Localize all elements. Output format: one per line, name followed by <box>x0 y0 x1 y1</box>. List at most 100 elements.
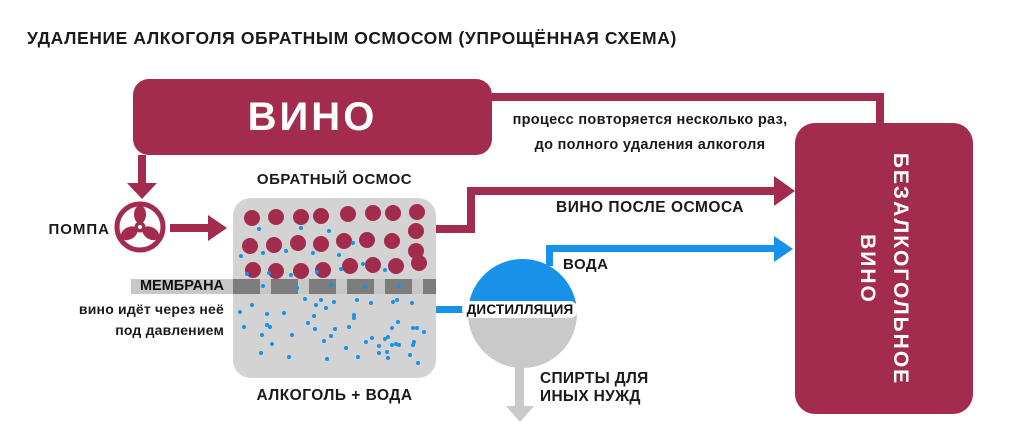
wine-molecule <box>245 262 261 278</box>
wine-to-pump-arrowhead <box>127 183 157 199</box>
wine-molecule <box>365 257 381 273</box>
membrane-dashes <box>233 279 436 294</box>
water-molecule <box>325 357 330 362</box>
water-molecule <box>385 355 390 360</box>
water-molecule <box>394 341 399 346</box>
water-molecule <box>411 340 416 345</box>
water-molecule <box>382 337 387 342</box>
water-molecule <box>257 227 261 231</box>
wine-after-osmosis-line-up <box>467 187 475 233</box>
wine-after-osmosis-line-main <box>467 187 775 195</box>
wine-molecule <box>408 243 424 259</box>
water-molecule <box>302 297 307 302</box>
wine-after-osmosis-label: ВИНО ПОСЛЕ ОСМОСА <box>556 199 744 216</box>
water-molecule <box>383 268 387 272</box>
water-molecule <box>264 323 269 328</box>
water-molecule <box>267 271 271 275</box>
water-molecule <box>250 303 255 307</box>
wine-molecule <box>293 209 309 225</box>
water-molecule <box>351 241 355 245</box>
spirits-label-line1: СПИРТЫ ДЛЯ <box>540 370 649 387</box>
wine-molecule <box>293 263 309 279</box>
wine-to-pump-line <box>138 155 146 183</box>
membrane-note-line1: вино идёт через неё <box>78 301 224 317</box>
water-molecule <box>363 285 367 289</box>
water-molecule <box>311 314 316 319</box>
wine-molecule <box>313 208 329 224</box>
wine-molecule <box>365 205 381 221</box>
water-molecule <box>286 355 291 360</box>
water-molecule <box>422 330 427 335</box>
water-molecule <box>396 342 401 347</box>
result-box-label: БЕЗАЛКОГОЛЬНОЕ ВИНО <box>851 152 917 384</box>
molecules-layer <box>233 198 436 378</box>
water-molecule <box>370 336 375 341</box>
spirits-line <box>515 366 524 406</box>
water-molecule <box>385 335 390 340</box>
water-molecule <box>318 297 323 302</box>
water-molecule <box>327 229 331 233</box>
water-molecule <box>396 320 401 325</box>
wine-molecule <box>313 236 329 252</box>
wine-molecule <box>336 233 352 249</box>
water-molecule <box>281 310 286 315</box>
water-molecule <box>332 300 337 304</box>
wine-source-label: ВИНО <box>247 94 378 139</box>
wine-molecule <box>411 255 427 271</box>
water-molecule <box>384 349 389 354</box>
water-out-line-main <box>546 245 775 252</box>
water-molecule <box>315 270 319 274</box>
water-molecule <box>311 251 315 255</box>
result-box-line2: ВИНО <box>856 233 879 304</box>
water-molecule <box>259 333 264 338</box>
water-molecule <box>410 342 415 347</box>
water-molecule <box>329 333 334 338</box>
water-molecule <box>237 309 242 314</box>
water-molecule <box>323 305 328 310</box>
water-molecule <box>299 226 303 230</box>
wine-molecule <box>388 258 404 274</box>
water-molecule <box>289 333 294 338</box>
wine-molecule <box>409 204 425 220</box>
water-molecule <box>268 325 273 330</box>
repeat-process-note: процесс повторяется несколько раз, до по… <box>480 108 820 158</box>
water-molecule <box>306 320 311 325</box>
water-molecule <box>270 342 275 347</box>
page-title: УДАЛЕНИЕ АЛКОГОЛЯ ОБРАТНЫМ ОСМОСОМ (УПРО… <box>27 28 677 48</box>
distillation-band: ДИСТИЛЛЯЦИЯ <box>462 301 578 318</box>
water-molecule <box>389 342 394 347</box>
spirits-label: СПИРТЫ ДЛЯ ИНЫХ НУЖД <box>540 370 649 405</box>
distillation-label: ДИСТИЛЛЯЦИЯ <box>466 302 574 317</box>
wine-molecule <box>315 262 331 278</box>
water-molecule <box>333 327 338 332</box>
water-molecule <box>241 324 246 329</box>
water-molecule <box>265 311 270 316</box>
water-molecule <box>352 313 357 318</box>
water-molecule <box>295 286 299 290</box>
spirits-label-line2: ИНЫХ НУЖД <box>540 387 641 405</box>
membrane-note: вино идёт через неё под давлением <box>24 299 224 341</box>
water-out-line-up <box>546 246 553 266</box>
pump-to-osmosis-arrowhead <box>208 215 227 241</box>
water-molecule <box>415 360 420 365</box>
recirculation-line-vertical <box>876 93 884 124</box>
water-molecule <box>351 316 356 321</box>
water-molecule <box>395 297 400 302</box>
wine-molecule <box>290 235 306 251</box>
water-molecule <box>289 273 293 277</box>
water-molecule <box>284 249 288 253</box>
water-molecule <box>363 340 368 345</box>
water-molecule <box>415 325 420 330</box>
water-to-distillation-line <box>436 306 480 313</box>
wine-molecule <box>266 237 282 253</box>
water-molecule <box>410 301 415 306</box>
water-molecule <box>376 344 381 349</box>
water-molecule <box>390 326 395 331</box>
water-molecule <box>261 284 265 288</box>
water-molecule <box>245 272 249 276</box>
wine-molecule <box>384 233 400 249</box>
pump-to-osmosis-line <box>170 224 208 232</box>
water-molecule <box>390 299 395 304</box>
water-molecule <box>322 338 327 343</box>
